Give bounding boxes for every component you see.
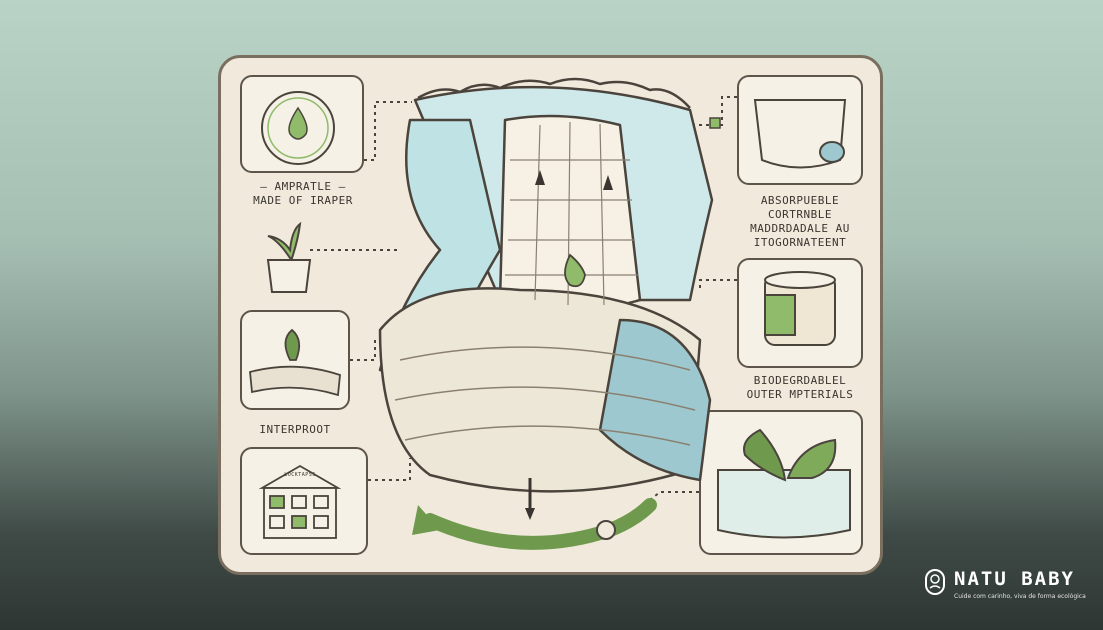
connector-top-right [690, 96, 737, 126]
cycle-arrow-icon [423, 498, 657, 550]
connector-top-left [364, 101, 412, 161]
material-roll-icon [764, 271, 836, 346]
notice-sign-icon [258, 464, 342, 539]
droplet-icon [564, 253, 586, 288]
brand-name: NATU BABY [954, 568, 1075, 590]
baby-logo-icon [925, 569, 945, 595]
mini-diaper-icon [753, 99, 847, 169]
connector-bottom-left [368, 458, 411, 481]
layers-leaf-icon [249, 328, 341, 397]
diaper-icon [378, 77, 714, 493]
connector-middle-right [699, 279, 737, 290]
sprout-jar-icon [717, 428, 851, 539]
connector-node-icon [709, 117, 721, 129]
connector-bottom-right [649, 491, 699, 501]
pad-quilting [394, 121, 696, 446]
brand-tagline: Cuide com carinho, viva de forma ecológi… [954, 593, 1086, 600]
top-right-label: ABSORPUEBLE CORTRNBLE MADDRDADALE AU ITO… [750, 194, 850, 249]
plant-pot-icon [266, 221, 312, 293]
connector-middle-left [350, 339, 395, 361]
middle-right-label: BIODEGRDABLEL OUTER MPTERIALS [746, 374, 854, 401]
top-left-label: — AMPRATLE — MADE OF IRAPER [253, 180, 353, 207]
sign-text: LOCKTAPSS [284, 472, 316, 478]
middle-left-label: INTERPROOT [259, 423, 331, 436]
pad-arrows-icon [525, 170, 613, 520]
absorbent-drop-icon [261, 91, 335, 165]
